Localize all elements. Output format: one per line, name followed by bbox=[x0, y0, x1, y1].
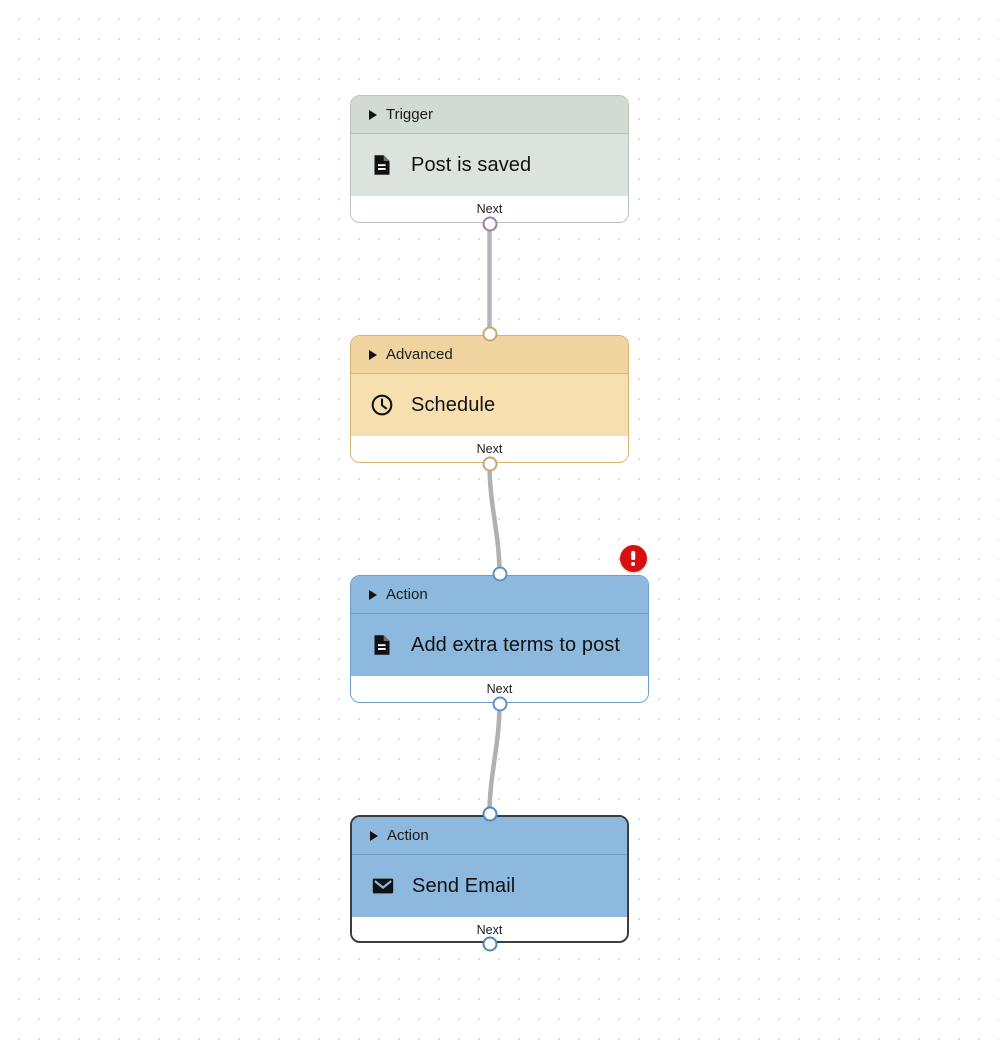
next-label: Next bbox=[476, 923, 503, 937]
handle-target-advanced[interactable] bbox=[482, 326, 497, 342]
handle-source-action-add-terms[interactable] bbox=[492, 696, 507, 712]
clock-icon bbox=[369, 392, 395, 418]
workflow-node-action-add-terms[interactable]: Action Add extra terms to post Next bbox=[350, 575, 649, 703]
handle-source-advanced[interactable] bbox=[482, 456, 497, 472]
workflow-node-trigger[interactable]: Trigger Post is saved Next bbox=[350, 95, 629, 223]
chevron-right-icon[interactable] bbox=[369, 349, 377, 360]
node-category-label: Trigger bbox=[386, 106, 433, 123]
document-icon bbox=[369, 152, 395, 178]
node-title: Send Email bbox=[412, 874, 516, 897]
node-category-label: Advanced bbox=[386, 346, 453, 363]
handle-source-action-send-email[interactable] bbox=[482, 936, 497, 952]
node-body-trigger[interactable]: Post is saved bbox=[351, 134, 628, 196]
document-icon bbox=[369, 632, 395, 658]
chevron-right-icon[interactable] bbox=[369, 109, 377, 120]
next-label: Next bbox=[476, 442, 503, 456]
node-header-advanced[interactable]: Advanced bbox=[351, 336, 628, 374]
edge-advanced-action bbox=[487, 461, 502, 576]
node-body-advanced[interactable]: Schedule bbox=[351, 374, 628, 436]
node-header-trigger[interactable]: Trigger bbox=[351, 96, 628, 134]
chevron-right-icon[interactable] bbox=[369, 589, 377, 600]
node-title: Add extra terms to post bbox=[411, 633, 621, 656]
envelope-icon bbox=[370, 873, 396, 899]
handle-source-trigger[interactable] bbox=[482, 216, 497, 232]
node-title: Schedule bbox=[411, 393, 496, 416]
exclamation-icon bbox=[631, 551, 635, 560]
node-header-action-add-terms[interactable]: Action bbox=[351, 576, 648, 614]
node-header-action-send-email[interactable]: Action bbox=[352, 817, 627, 855]
node-category-label: Action bbox=[387, 827, 429, 844]
handle-target-action-add-terms[interactable] bbox=[492, 566, 507, 582]
next-label: Next bbox=[486, 682, 513, 696]
exclamation-dot bbox=[631, 562, 635, 566]
chevron-right-icon[interactable] bbox=[370, 830, 378, 841]
workflow-node-action-send-email[interactable]: Action Send Email Next bbox=[350, 815, 629, 943]
node-body-action-send-email[interactable]: Send Email bbox=[352, 855, 627, 917]
node-category-label: Action bbox=[386, 586, 428, 603]
node-body-action-add-terms[interactable]: Add extra terms to post bbox=[351, 614, 648, 676]
error-badge[interactable] bbox=[619, 544, 647, 572]
handle-target-action-send-email[interactable] bbox=[482, 806, 497, 822]
edge-action-email bbox=[487, 701, 502, 816]
node-title: Post is saved bbox=[411, 153, 532, 176]
next-label: Next bbox=[476, 202, 503, 216]
workflow-node-advanced[interactable]: Advanced Schedule Next bbox=[350, 335, 629, 463]
